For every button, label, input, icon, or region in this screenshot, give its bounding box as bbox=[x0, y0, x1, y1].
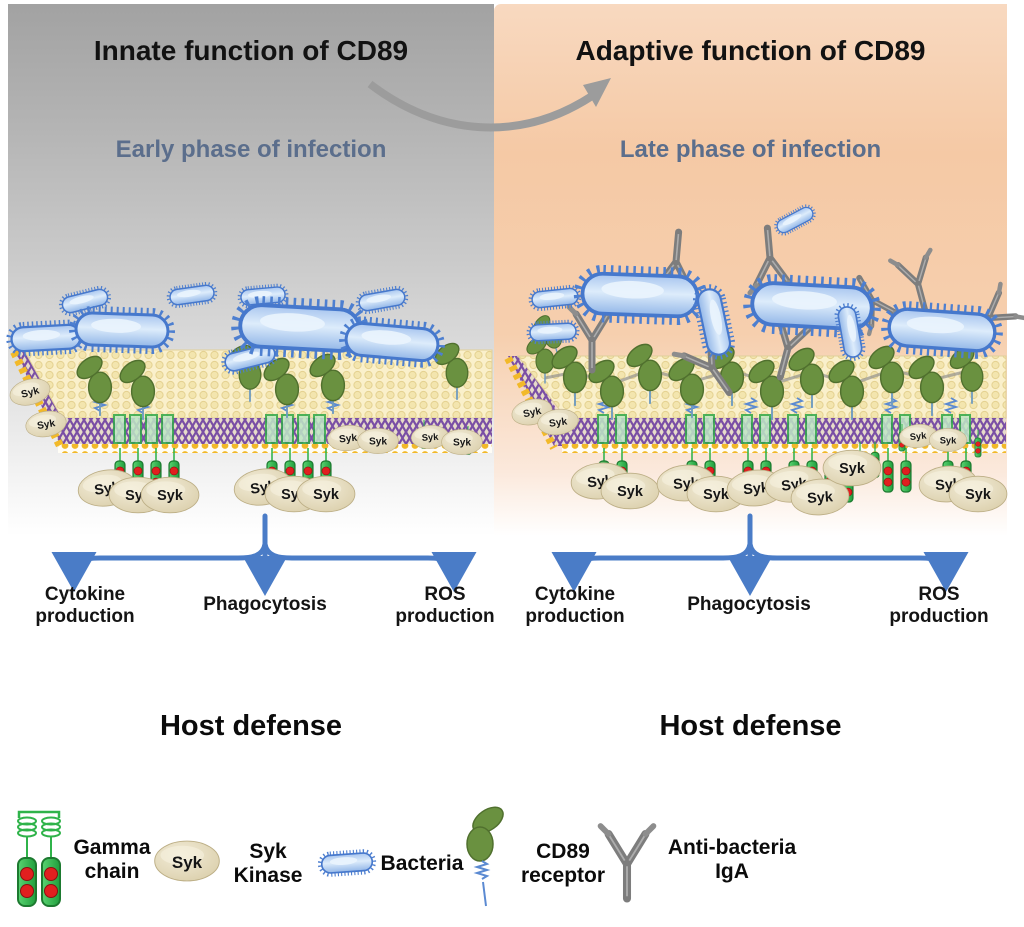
syk-kinase-icon: Syk bbox=[948, 475, 1008, 513]
svg-text:Syk: Syk bbox=[548, 416, 568, 429]
syk-kinase-icon: Syk bbox=[357, 428, 399, 454]
bacteria-icon bbox=[321, 852, 373, 873]
legend-label-syk-kinase: Syk Kinase bbox=[233, 840, 303, 888]
syk-kinase-icon: Syk bbox=[509, 395, 555, 429]
gamma-chain-icon bbox=[17, 810, 61, 907]
syk-kinase-icon: Syk bbox=[725, 467, 787, 509]
syk-kinase-icon: Syk bbox=[822, 449, 882, 487]
syk-kinase-icon: Syk bbox=[326, 423, 370, 453]
outcome-ros-production: ROS production bbox=[889, 584, 989, 628]
bacteria-icon bbox=[888, 308, 996, 352]
syk-kinase-icon: Syk bbox=[410, 423, 450, 451]
bacteria-icon bbox=[696, 287, 732, 357]
svg-text:Syk: Syk bbox=[172, 853, 203, 872]
adaptive-membrane-scene: Syk Syk Syk Syk Syk Syk Syk Syk Syk Syk … bbox=[504, 205, 1024, 518]
svg-text:Syk: Syk bbox=[453, 438, 471, 449]
late-phase-label: Late phase of infection bbox=[619, 136, 882, 163]
adaptive-outcome-arrows bbox=[551, 513, 969, 596]
svg-text:Syk: Syk bbox=[909, 430, 927, 442]
bacteria-icon bbox=[530, 323, 577, 341]
bacteria-icon bbox=[75, 312, 168, 347]
bacteria-icon bbox=[11, 324, 81, 352]
bacteria-icon bbox=[345, 322, 439, 362]
outcome-phagocytosis: Phagocytosis bbox=[687, 594, 811, 615]
innate-to-adaptive-arrow bbox=[367, 78, 611, 132]
outcome-ros-production: ROS production bbox=[395, 584, 495, 628]
legend-label-anti-bacteria-iga: Anti-bacteria IgA bbox=[667, 836, 797, 884]
svg-text:Syk: Syk bbox=[369, 437, 387, 448]
svg-text:Syk: Syk bbox=[339, 433, 359, 446]
syk-kinase-icon: Syk bbox=[535, 406, 581, 438]
svg-text:Syk: Syk bbox=[313, 487, 340, 503]
adaptive-host-defense: Host defense bbox=[659, 710, 842, 742]
bacteria-icon bbox=[775, 205, 815, 235]
svg-text:Syk: Syk bbox=[839, 461, 866, 477]
membrane-inner-leaflet bbox=[58, 444, 492, 453]
syk-kinase-icon: Syk bbox=[929, 428, 967, 452]
innate-title: Innate function of CD89 bbox=[93, 35, 409, 66]
innate-membrane-scene: Syk Syk Syk Syk Syk Syk Syk Syk Syk Syk … bbox=[6, 284, 493, 514]
svg-text:Syk: Syk bbox=[36, 418, 56, 432]
svg-text:Syk: Syk bbox=[20, 385, 41, 400]
syk-kinase-icon: Syk bbox=[600, 472, 660, 510]
bacteria-icon bbox=[582, 273, 698, 317]
svg-text:Syk: Syk bbox=[421, 432, 439, 443]
syk-kinase-icon: Syk bbox=[897, 422, 939, 450]
innate-host-defense: Host defense bbox=[159, 710, 343, 742]
legend-label-gamma-chain: Gamma chain bbox=[73, 836, 151, 884]
svg-text:Syk: Syk bbox=[807, 489, 835, 507]
svg-text:Syk: Syk bbox=[617, 484, 644, 500]
outcome-cytokine-production: Cytokine production bbox=[525, 584, 625, 628]
early-phase-label: Early phase of infection bbox=[115, 136, 387, 163]
syk-kinase-icon: Syk bbox=[23, 407, 69, 441]
outcome-cytokine-production: Cytokine production bbox=[35, 584, 135, 628]
syk-kinase-icon: Syk bbox=[441, 429, 483, 455]
legend-label-bacteria: Bacteria bbox=[380, 852, 464, 875]
syk-kinase-icon: Syk bbox=[140, 476, 200, 514]
adaptive-title: Adaptive function of CD89 bbox=[575, 35, 926, 66]
syk-kinase-icon: Syk bbox=[686, 475, 746, 513]
bacteria-icon bbox=[239, 304, 361, 352]
legend-label-cd89-receptor: CD89 receptor bbox=[520, 840, 606, 888]
svg-text:Syk: Syk bbox=[965, 487, 992, 503]
svg-text:Syk: Syk bbox=[703, 487, 730, 503]
svg-text:Syk: Syk bbox=[522, 406, 542, 421]
syk-kinase-icon: Syk bbox=[789, 476, 851, 518]
cd89-receptor-icon bbox=[466, 806, 504, 907]
svg-text:Syk: Syk bbox=[743, 480, 771, 498]
svg-text:Syk: Syk bbox=[157, 488, 184, 504]
innate-outcome-arrows bbox=[51, 513, 477, 596]
bacteria-icon bbox=[358, 288, 406, 312]
syk-kinase-icon: Syk bbox=[6, 374, 54, 410]
bacteria-icon bbox=[531, 288, 578, 309]
legend-icons: Syk bbox=[17, 806, 653, 907]
outcome-phagocytosis: Phagocytosis bbox=[203, 594, 327, 615]
syk-kinase-icon: Syk bbox=[296, 475, 356, 513]
bacteria-icon bbox=[169, 284, 215, 305]
syk-kinase-icon: Syk bbox=[154, 840, 220, 882]
bacteria-icon bbox=[61, 288, 110, 315]
svg-text:Syk: Syk bbox=[940, 435, 957, 445]
membrane-inner-leaflet bbox=[562, 444, 1006, 453]
